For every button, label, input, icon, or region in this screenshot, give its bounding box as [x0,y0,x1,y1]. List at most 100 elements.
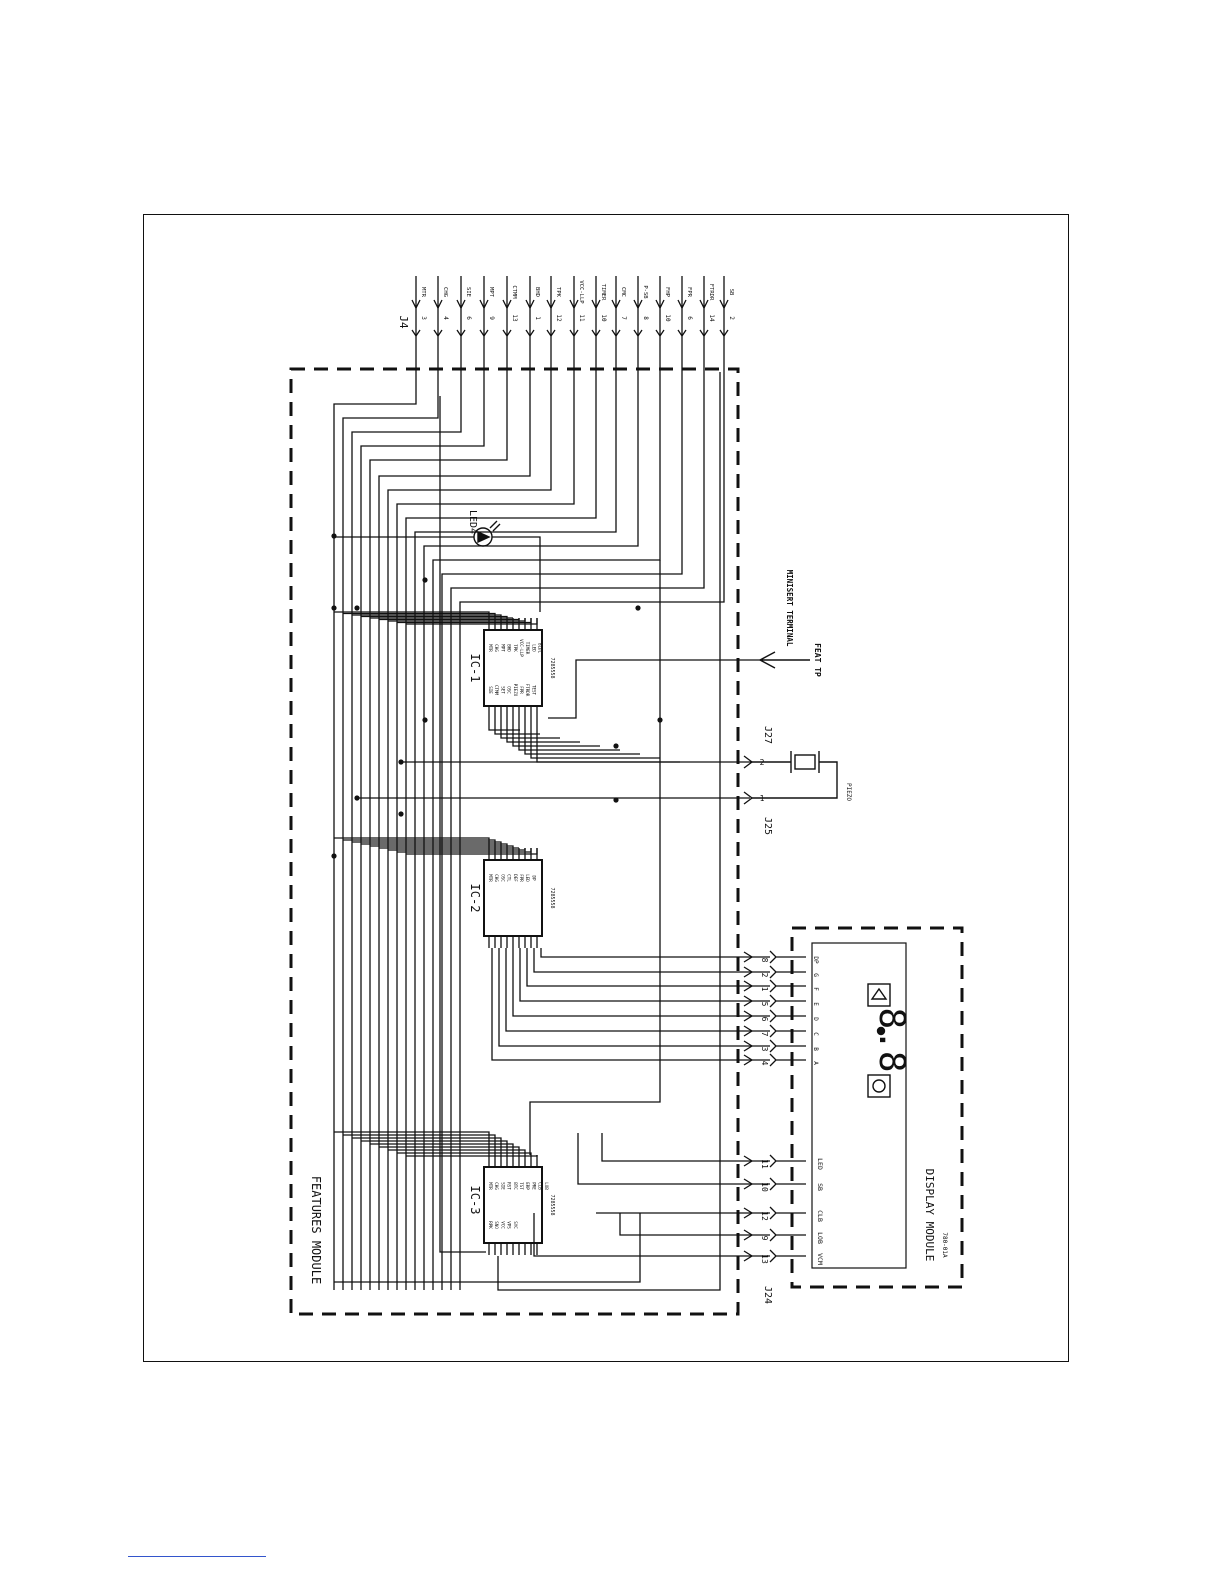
j25-label: J25 [762,817,773,835]
ic1-pin-name: FTRDR [525,684,530,697]
ic1-output-wire [506,718,580,743]
ic2-body [483,859,543,937]
ic1-input-wire [379,618,520,621]
ic3-pin-name: VCC [500,1221,505,1229]
display-segment-label: DP [812,956,819,964]
display-triangle-indicator [867,983,891,1007]
display-segment-label: C [812,1032,819,1036]
vcc-rail [497,372,721,1291]
display-segment-label: D [812,1017,819,1021]
piezo-label: PIEZO [845,783,852,801]
j4-bus-wire [351,372,462,1290]
j4-signal-name: TIMER [600,284,606,301]
j4-chevron [677,329,687,338]
j24-pin-number: 13 [760,1254,769,1264]
j4-arrow [655,299,665,310]
j4-pin-number: 6 [465,316,472,320]
j24-segment-wire [491,948,770,1061]
j4-signal-name: CHG [442,287,448,297]
ic1-part-number: 7285558 [549,657,555,678]
j4-bus-wire [333,372,417,1290]
j4-pin-number: 4 [442,316,449,320]
j4-arrow [719,299,729,310]
j24-arrow [743,966,754,978]
j4-chevron [719,329,729,338]
ic1-pin-name: FPR [519,686,524,694]
ic3-pin-name: CLB [538,1182,543,1190]
ic3-pin-name: SNO [494,1221,499,1229]
terminal-chevron [743,755,754,769]
j4-bus-wire [432,372,661,1290]
j4-signal-name: FTRDR [708,284,714,301]
j24-arrow [743,1250,754,1262]
j24-connector [769,1177,806,1191]
j4-chevron [525,329,535,338]
j4-pin-number: 3 [420,316,427,320]
junction-dot [635,605,641,611]
j24-control-wire [601,1133,770,1162]
j24-arrow [743,1025,754,1037]
j4-pin-number: 12 [555,314,562,322]
ic1-pin-name: PIEZO [513,684,518,697]
ic2-pin-name: LED [525,874,530,882]
display-segment-label: E [812,1002,819,1006]
j4-arrow [411,299,421,310]
ic3-label: IC-3 [468,1186,482,1215]
j4-arrow [633,299,643,310]
ic2-input-wire [361,843,508,848]
ic2-input-wire [352,841,502,848]
ic2-input-wire [397,848,532,853]
j4-chevron [456,329,466,338]
ic3-pin-name: PRE [531,1182,536,1190]
j4-arrow [569,299,579,310]
ic3-input-wire [343,1134,496,1155]
ic1-output-wire [512,718,600,747]
display-circle-indicator [867,1074,891,1098]
junction-dot [613,797,619,803]
j24-pin-number: 5 [760,1002,769,1007]
features-module-boundary [289,367,740,1316]
j4-signal-name: TPK [555,287,561,298]
display-segment-label: A [812,1061,819,1065]
j4-signal-name: SIE [465,287,471,297]
display-part-number: 780-01A [941,1232,948,1258]
display-segment-label: B [812,1047,819,1051]
j24-control-wire [577,1133,770,1185]
ic3-pin-name: VPS [507,1221,512,1229]
display-module-boundary [790,926,964,1289]
j24-pin-number: 4 [760,1061,769,1066]
j4-chevron [633,329,643,338]
ic3-feed [439,396,486,1253]
ic3-pin-name: ERP [525,1182,530,1190]
j4-signal-name: FPR [686,287,692,298]
j4-arrow [699,299,709,310]
j24-control-wire [533,1213,770,1257]
j24-arrow [743,995,754,1007]
led4-label: LED4 [467,510,478,534]
ic3-pin-name: RPK [488,1221,493,1229]
drawing-frame [143,214,1069,1362]
j4-arrow [546,299,556,310]
j4-signal-name: MPT [488,287,494,298]
j4-bus-wire [360,372,485,1290]
ic1-input-wire [397,618,532,624]
junction-dot [398,811,404,817]
ic2-label: IC-2 [468,884,482,913]
j4-bus-wire [459,372,725,1290]
display-segment-label: F [812,987,819,991]
j4-arrow [525,299,535,310]
j4-chevron [569,329,579,338]
j24-connector [769,1249,806,1263]
display-segment-label: G [812,973,819,977]
junction-dot [657,717,663,723]
ic1-pin-name: BLDL [538,643,543,654]
j4-pin-number: 14 [708,314,715,322]
ic2-pin-name: DEF [513,874,518,882]
j24-arrow [743,1010,754,1022]
ic3-input-wire [397,1152,532,1155]
display-control-label: LOB [816,1232,824,1244]
junction-dot [331,853,337,859]
j4-pin-number: 13 [511,314,518,322]
junction-dot [354,605,360,611]
minisert-terminal-label: MINISERT TERMINAL [785,570,794,647]
